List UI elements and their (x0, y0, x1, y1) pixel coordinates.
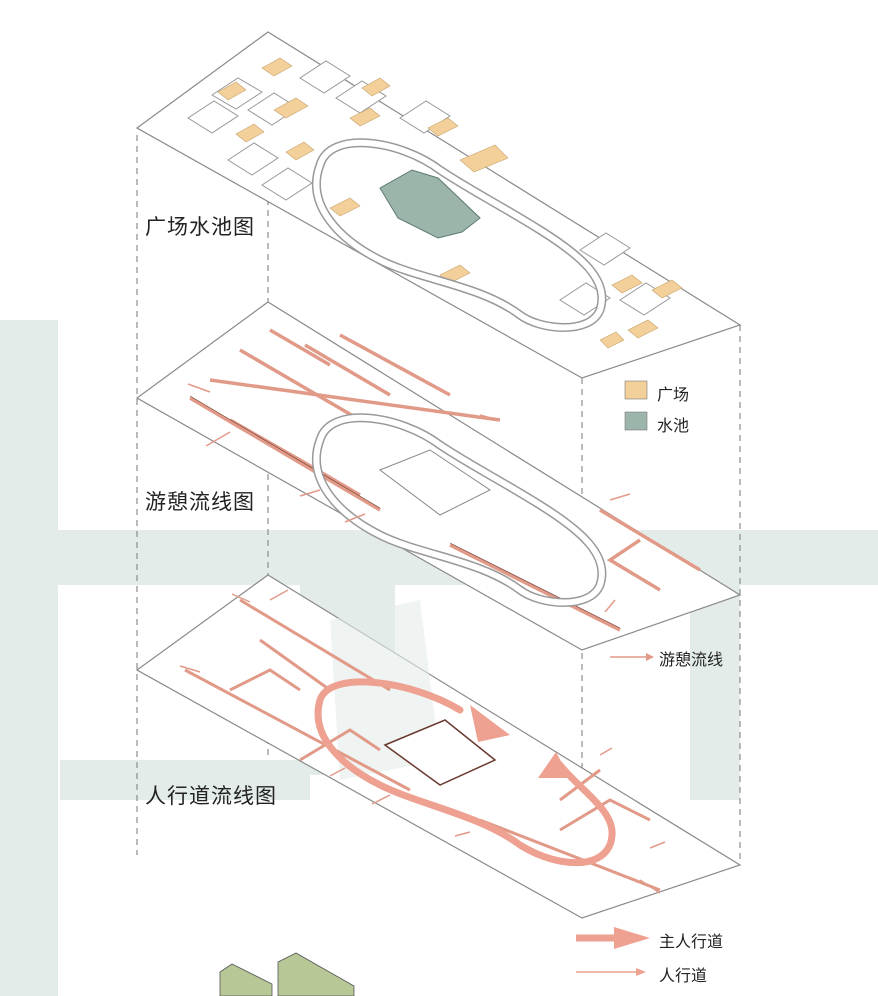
pedestrian-route (259, 638, 331, 692)
legend-graphics (576, 380, 654, 976)
plaza-patch (217, 81, 247, 101)
leisure-route (599, 508, 701, 572)
block-grid (187, 60, 671, 316)
plaza-swatch (624, 380, 648, 400)
plaza-patch (329, 197, 361, 217)
main-walkway-arrowhead (470, 705, 510, 742)
pedestrian-route (299, 728, 381, 762)
pedestrian-route (479, 818, 661, 892)
leisure-title: 游憩流线图 (145, 490, 255, 514)
building-block (219, 963, 273, 996)
plate-leisure (135, 301, 742, 651)
main-walkway-arrowhead (538, 752, 570, 778)
background-path (0, 320, 58, 996)
background-path (60, 760, 310, 800)
plaza-patch (651, 279, 683, 299)
leisure-route-legend-arrowhead (646, 653, 654, 661)
leisure-route-grid-outline (189, 395, 621, 629)
plate-plaza-pool (135, 31, 742, 379)
pedestrian-arrow (329, 767, 346, 777)
buildings (219, 952, 355, 996)
pool-legend-label: 水池 (657, 416, 690, 435)
plaza-patch (235, 123, 265, 143)
pedestrian-arrows (179, 589, 666, 894)
plate-pedestrian (135, 574, 742, 919)
leisure-route-edge (189, 395, 381, 509)
pedestrian-arrow (454, 831, 471, 837)
block (399, 100, 451, 134)
plaza-legend-label: 广场 (657, 385, 690, 404)
plaza-pool-title: 广场水池图 (145, 215, 255, 239)
pool-outline (378, 449, 491, 516)
leisure-arrow (609, 493, 631, 501)
pedestrian-route (229, 668, 301, 692)
pedestrian-route (239, 598, 391, 692)
leisure-route (304, 343, 391, 397)
block (299, 60, 351, 94)
block (227, 142, 279, 176)
plaza-patches (217, 57, 683, 349)
leisure-arrow (205, 431, 231, 447)
leisure-arrow (604, 599, 616, 613)
leisure-route (239, 348, 361, 422)
pedestrian-route (184, 668, 411, 792)
block (187, 100, 239, 134)
leisure-arrow (344, 513, 366, 523)
building-block (277, 952, 355, 996)
plaza-patch (611, 274, 643, 294)
block (579, 232, 631, 266)
pedestrian-arrow (599, 747, 613, 756)
walkway-legend-arrowhead (636, 968, 646, 976)
plaza-patch (459, 144, 509, 173)
plaza-patch (627, 319, 659, 339)
leisure-route-legend-label: 游憩流线 (659, 650, 724, 669)
pedestrian-arrow (649, 841, 666, 849)
loop-path (313, 139, 605, 331)
leisure-route-grid (189, 328, 701, 632)
main-walkway-loop (314, 678, 616, 867)
pedestrian-route (559, 798, 651, 832)
plaza-patch (285, 141, 315, 161)
pedestrian-title: 人行道流线图 (145, 784, 277, 808)
plaza-patch (599, 331, 625, 349)
plaza-patch (273, 97, 309, 119)
pedestrian-route-grid (184, 598, 661, 892)
main-walkway-legend-label: 主人行道 (659, 932, 724, 951)
pedestrian-arrow (639, 879, 661, 894)
pool-outline (383, 719, 497, 786)
leisure-route (339, 333, 451, 397)
plaza-patch (261, 57, 293, 77)
leisure-arrow (187, 383, 211, 393)
pedestrian-arrow (231, 593, 251, 603)
plaza-patch (361, 77, 391, 97)
leisure-arrows (187, 383, 631, 613)
pool-shape (379, 169, 481, 239)
pedestrian-arrow (371, 794, 391, 805)
main-walkway-legend-arrowhead (614, 927, 650, 949)
leisure-route-edge (449, 542, 621, 629)
pedestrian-arrow (179, 665, 201, 673)
leisure-loop (313, 414, 605, 606)
leisure-arrow (299, 489, 321, 497)
walkway-legend-label: 人行道 (659, 966, 708, 985)
leisure-route (209, 378, 501, 422)
pedestrian-arrow (269, 589, 289, 601)
pool-swatch (624, 411, 648, 431)
plaza-patch (349, 107, 381, 127)
leisure-route (189, 396, 381, 512)
leisure-route (606, 538, 661, 592)
leisure-arrow (479, 414, 499, 421)
plaza-patch (427, 117, 459, 137)
leisure-route (269, 328, 331, 367)
leisure-route (449, 543, 621, 632)
